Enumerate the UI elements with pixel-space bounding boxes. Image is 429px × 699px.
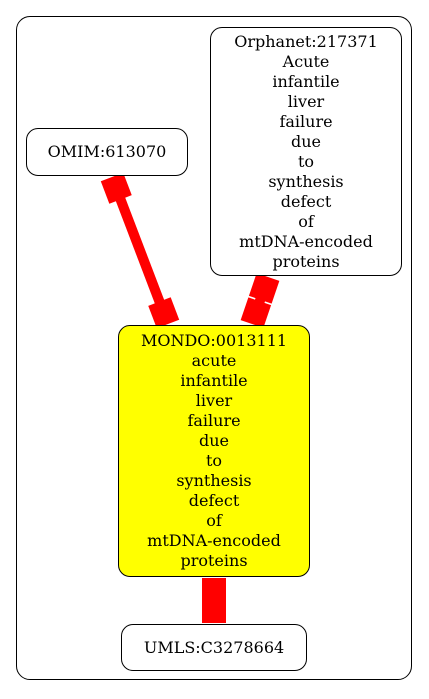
node-label-line: infantile	[272, 71, 340, 91]
edge-arrowhead	[202, 599, 226, 623]
edge-mondo-umls	[202, 578, 226, 623]
node-umls[interactable]: UMLS:C3278664	[121, 624, 307, 671]
edge-arrowhead	[240, 297, 272, 328]
node-label-line: of	[298, 211, 314, 231]
node-label-line: failure	[187, 411, 241, 430]
node-label-line: liver	[195, 391, 233, 410]
node-label-line: MONDO:0013111	[140, 331, 288, 350]
node-label-line: synthesis	[176, 471, 252, 490]
node-label-line: mtDNA-encoded	[147, 531, 281, 550]
node-omim[interactable]: OMIM:613070	[26, 128, 188, 176]
node-label-line: proteins	[180, 551, 248, 570]
node-label-line: OMIM:613070	[47, 142, 167, 161]
graph-cluster	[16, 16, 412, 680]
edge-orphanet-mondo	[240, 273, 280, 328]
node-label-line: synthesis	[268, 171, 344, 191]
edge-line	[115, 195, 165, 306]
edge-arrowhead	[148, 297, 180, 329]
node-label-line: Acute	[282, 51, 330, 71]
node-label-line: UMLS:C3278664	[143, 637, 285, 657]
node-label-line: defect	[280, 191, 332, 211]
node-label-line: liver	[287, 91, 325, 111]
node-label-line: failure	[279, 111, 333, 131]
node-label-line: Orphanet:217371	[234, 31, 378, 51]
node-label-line: due	[290, 131, 321, 151]
edge-omim-mondo	[100, 172, 180, 329]
edge-arrowhead	[248, 273, 280, 304]
node-label-line: proteins	[272, 251, 340, 271]
node-label-line: of	[206, 511, 222, 530]
node-label-line: mtDNA-encoded	[239, 231, 373, 251]
node-label-line: infantile	[180, 371, 248, 390]
node-label-line: to	[205, 451, 223, 470]
node-label-line: to	[297, 151, 315, 171]
node-label-line: due	[198, 431, 229, 450]
edge-arrowhead	[202, 578, 226, 602]
node-label-line: acute	[191, 351, 237, 370]
edge-arrowhead	[100, 172, 132, 204]
node-label-line: defect	[188, 491, 240, 510]
